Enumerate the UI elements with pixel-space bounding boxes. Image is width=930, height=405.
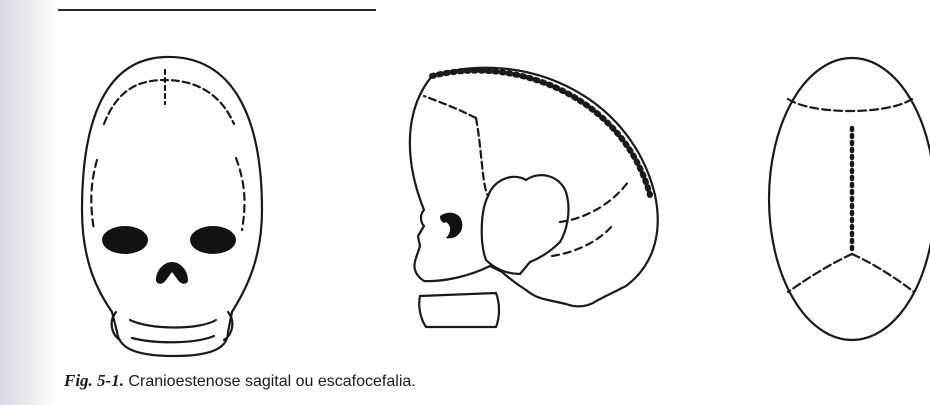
nasal-cavity (156, 262, 188, 284)
skull-front-view (82, 57, 262, 356)
figure-caption-text: Cranioestenose sagital ou escafocefalia. (124, 373, 416, 390)
lateral-orbit (440, 213, 462, 239)
right-orbit (190, 226, 236, 254)
skull-top-view (769, 58, 930, 340)
skull-lateral-view (410, 68, 658, 327)
left-orbit (102, 226, 148, 254)
figure-caption-label: Fig. 5-1. (64, 371, 124, 390)
figure-caption: Fig. 5-1. Cranioestenose sagital ou esca… (64, 371, 416, 391)
